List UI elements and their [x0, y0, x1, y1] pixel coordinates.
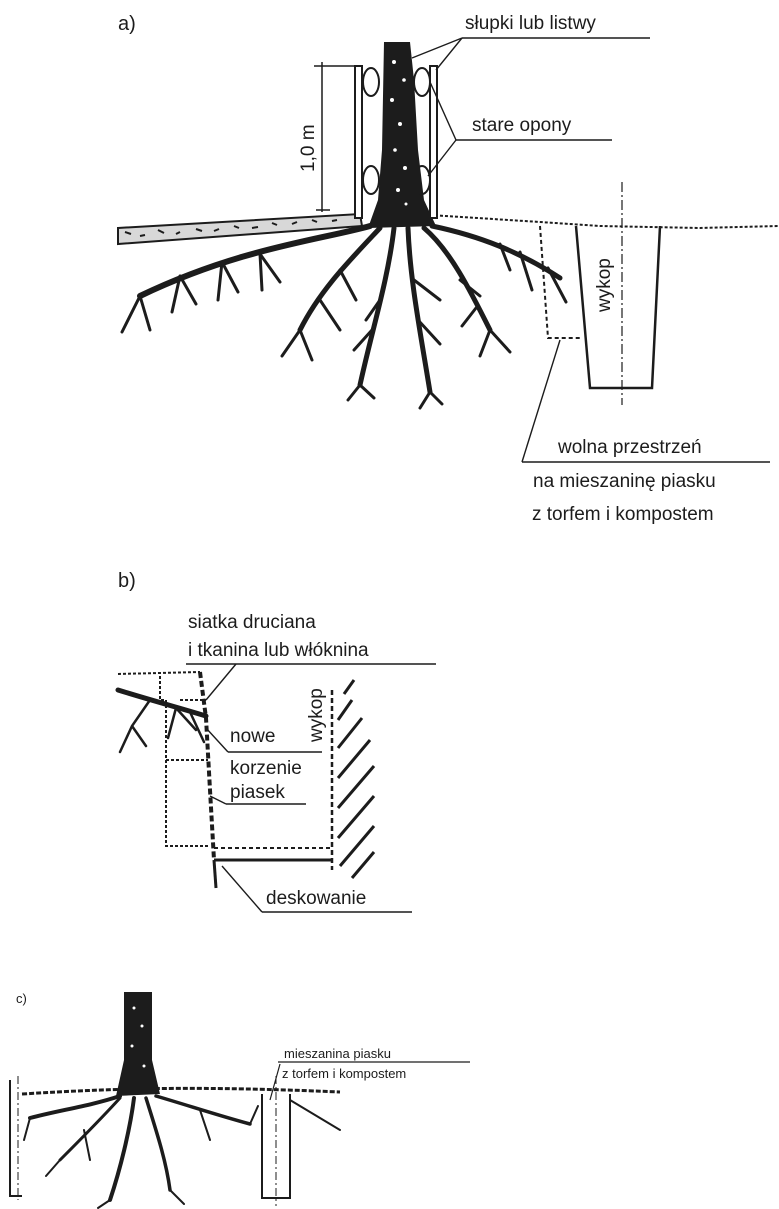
formwork [214, 848, 332, 888]
post-left [355, 66, 362, 218]
leaders-a [412, 38, 770, 462]
tires-label: stare opony [472, 115, 572, 136]
posts-label: słupki lub listwy [465, 13, 596, 34]
height-dimension [314, 62, 358, 212]
ground-surface-c [22, 1088, 340, 1094]
mesh-label-line-1: siatka druciana [188, 612, 316, 633]
trench-a: wykop [540, 182, 660, 405]
panel-b: b) [118, 570, 436, 912]
mixture-label-line-1: mieszanina piasku [284, 1046, 391, 1061]
formwork-label: deskowanie [266, 888, 366, 909]
mesh-label-line-2: i tkanina lub włóknina [188, 640, 369, 661]
tree-trunk-c [116, 992, 160, 1096]
height-label: 1,0 m [298, 124, 319, 172]
trench-c-left [10, 1076, 22, 1200]
root-system-c [24, 1096, 340, 1208]
panel-b-label: b) [118, 570, 136, 592]
sand-label: piasek [230, 782, 285, 803]
panel-c: c) mieszan [10, 991, 470, 1208]
roots-label-line-2: korzenie [230, 758, 302, 779]
space-label-line-3: z torfem i kompostem [532, 504, 714, 525]
roots-label-line-1: nowe [230, 726, 275, 747]
trench-c-right [262, 1076, 290, 1206]
trench-label-b: wykop [306, 688, 327, 743]
space-label-line-2: na mieszaninę piasku [533, 471, 716, 492]
panel-a-label: a) [118, 13, 136, 35]
trench-label-a: wykop [594, 258, 615, 313]
ground-surface-right [430, 215, 778, 228]
panel-c-label: c) [16, 991, 27, 1006]
panel-a: a) [118, 13, 778, 525]
excavation-wall [332, 680, 376, 880]
mesh-wall [200, 672, 214, 860]
root-system-a [122, 226, 566, 408]
space-label-line-1: wolna przestrzeń [557, 437, 702, 458]
mixture-label-line-2: z torfem i kompostem [282, 1066, 406, 1081]
sand-pocket [118, 672, 210, 846]
